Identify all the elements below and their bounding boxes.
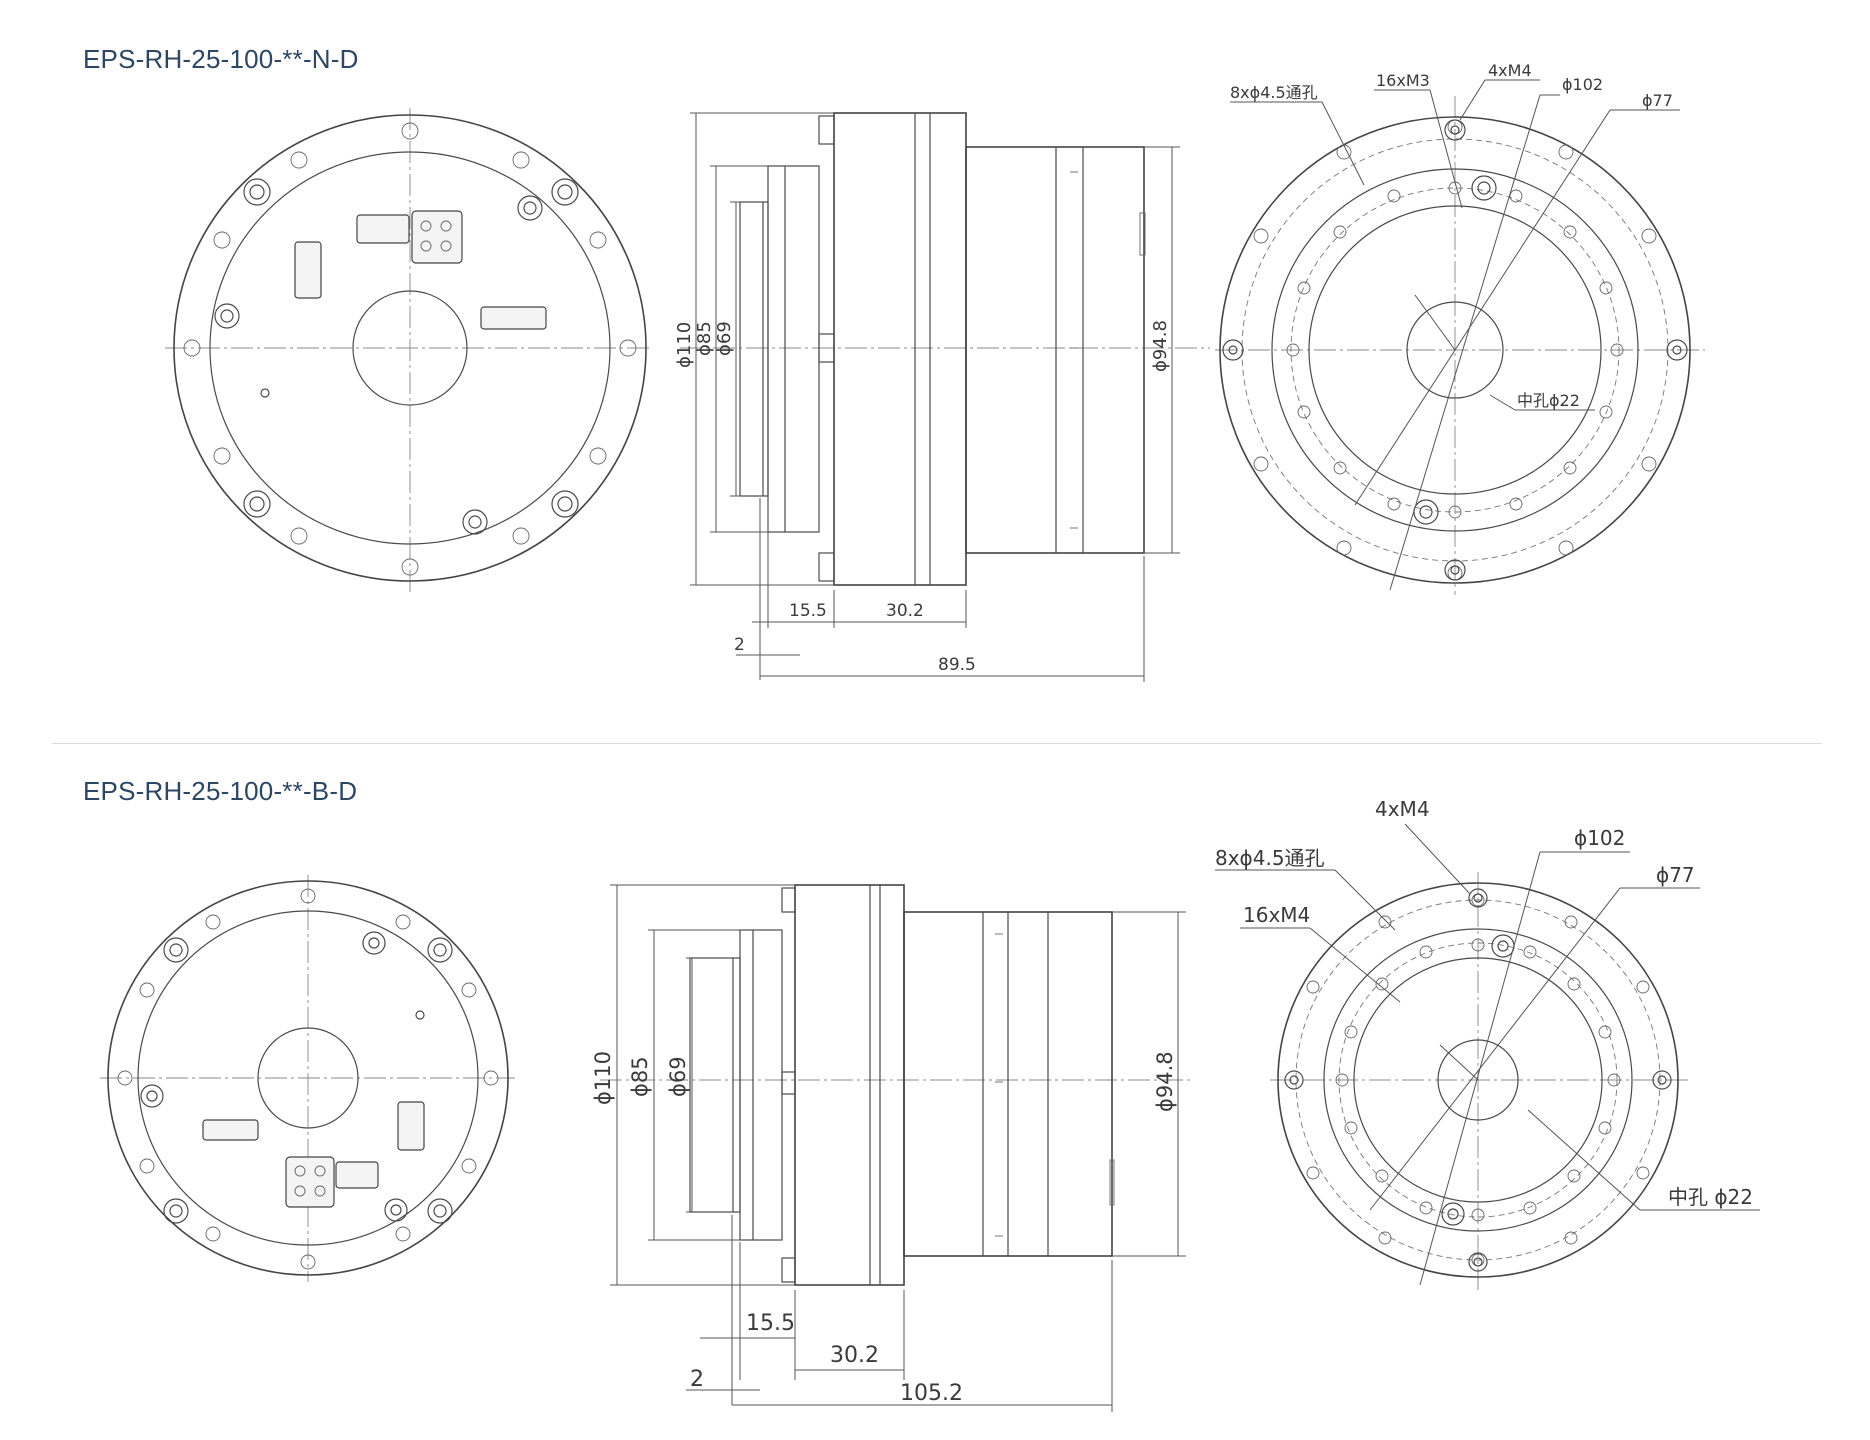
dim-dia-69-n: ϕ69 [714, 321, 735, 356]
dim-dia-948-n: ϕ94.8 [1150, 320, 1171, 372]
dim-len-302-b: 30.2 [830, 1343, 879, 1368]
dim-dia-85-n: ϕ85 [694, 321, 715, 356]
note-threads-m4-b: 4xM4 [1375, 797, 1430, 821]
side-view-n: ϕ110 ϕ85 ϕ69 ϕ94.8 15.5 30.2 2 89.5 [674, 112, 1210, 682]
dim-dia-85-b: ϕ85 [628, 1056, 652, 1097]
dim-dia-110-b: ϕ110 [591, 1051, 615, 1105]
side-view-b: ϕ110 ϕ85 ϕ69 ϕ94.8 15.5 30.2 2 105.2 [591, 884, 1190, 1412]
note-dia-77-b: ϕ77 [1656, 863, 1695, 887]
dim-dia-69-b: ϕ69 [666, 1056, 690, 1097]
note-through-holes-n: 8xϕ4.5通孔 [1230, 83, 1318, 102]
rear-view-n [165, 108, 650, 592]
note-through-holes-b: 8xϕ4.5通孔 [1215, 846, 1325, 870]
dim-len-2-b: 2 [690, 1367, 704, 1392]
dim-dia-110-n: ϕ110 [674, 322, 695, 368]
connector-icon [294, 210, 547, 330]
dim-len-895-n: 89.5 [938, 655, 976, 675]
section-title-n: EPS-RH-25-100-**-N-D [83, 44, 359, 74]
note-dia-102-b: ϕ102 [1574, 826, 1625, 850]
front-view-n: 8xϕ4.5通孔 16xM3 4xM4 ϕ102 ϕ77 中孔ϕ22 [1215, 61, 1705, 595]
dim-dia-948-b: ϕ94.8 [1153, 1051, 1177, 1112]
rear-view-b [100, 875, 515, 1282]
dim-len-155-n: 15.5 [789, 601, 827, 621]
dim-len-1052-b: 105.2 [900, 1381, 963, 1406]
dim-len-155-b: 15.5 [746, 1311, 795, 1336]
front-view-b: 8xϕ4.5通孔 16xM4 4xM4 ϕ102 ϕ77 中孔 ϕ22 [1215, 797, 1760, 1290]
note-threads-m4-small-b: 16xM4 [1243, 903, 1310, 927]
note-threads-m3-n: 16xM3 [1376, 71, 1430, 90]
note-dia-77-n: ϕ77 [1642, 91, 1673, 110]
note-center-hole-b: 中孔 ϕ22 [1668, 1185, 1753, 1209]
connector-icon [202, 1101, 425, 1208]
note-threads-m4-n: 4xM4 [1488, 61, 1532, 80]
section-divider [52, 743, 1822, 744]
dim-len-302-n: 30.2 [886, 601, 924, 621]
note-center-hole-n: 中孔ϕ22 [1517, 391, 1580, 410]
dim-len-2-n: 2 [734, 635, 745, 655]
note-dia-102-n: ϕ102 [1562, 75, 1603, 94]
section-title-b: EPS-RH-25-100-**-B-D [83, 776, 358, 806]
